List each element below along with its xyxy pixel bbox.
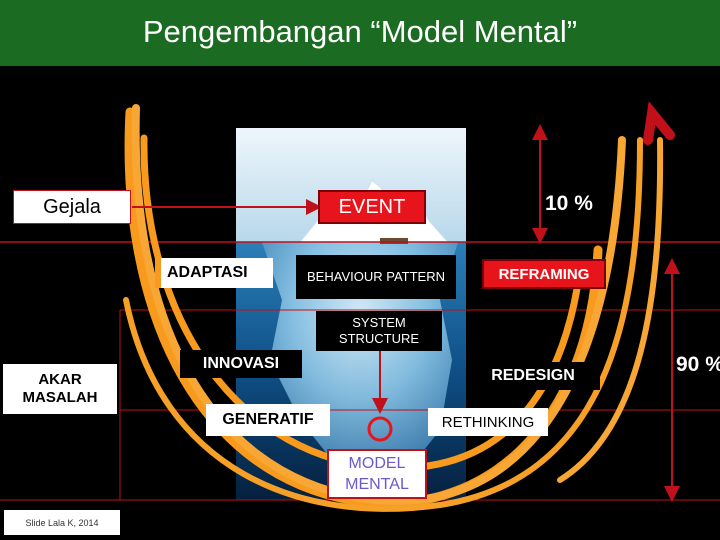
rethinking-label: RETHINKING — [428, 408, 548, 436]
generatif-label: GENERATIF — [206, 404, 330, 436]
adaptasi-label: ADAPTASI — [155, 258, 273, 288]
system-structure-label: SYSTEM STRUCTURE — [316, 311, 442, 351]
slide-credit: Slide Lala K, 2014 — [4, 510, 120, 535]
gejala-label: Gejala — [13, 190, 131, 224]
event-label: EVENT — [318, 190, 426, 224]
innovasi-label: INNOVASI — [180, 350, 302, 378]
ten-percent-label: 10 % — [545, 192, 593, 216]
reframing-label: REFRAMING — [482, 259, 606, 289]
ship-icon — [380, 238, 408, 244]
akar-masalah-label: AKAR MASALAH — [3, 364, 117, 414]
ninety-percent-label: 90 % — [676, 353, 720, 377]
behaviour-pattern-label: BEHAVIOUR PATTERN — [296, 255, 456, 299]
redesign-label: REDESIGN — [466, 362, 600, 390]
model-mental-label: MODEL MENTAL — [327, 449, 427, 499]
